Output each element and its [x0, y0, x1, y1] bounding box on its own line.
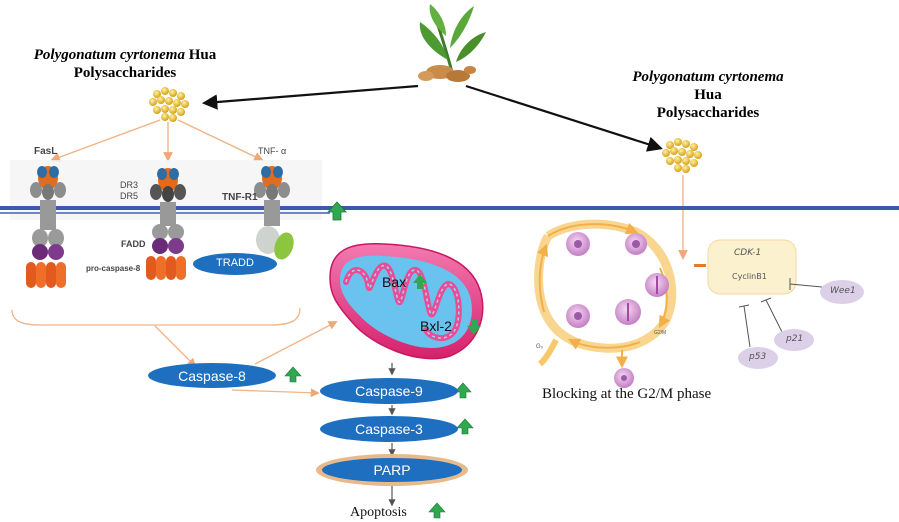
fas-receptor — [26, 166, 66, 288]
tradd-label: TRADD — [216, 257, 254, 269]
wee1-node — [820, 280, 864, 304]
bax-up-arrow — [413, 274, 427, 289]
cdk1-label: CDK-1 — [734, 248, 762, 258]
tnfr1-label: TNF-R1 — [222, 192, 258, 203]
dr3-label: DR3 — [120, 180, 139, 190]
parp-pill: PARP — [322, 458, 462, 482]
casp9-up-arrow — [454, 382, 472, 399]
left-title: Polygonatum cyrtonema Hua Polysaccharide… — [33, 47, 217, 81]
tradd-pill — [193, 253, 277, 275]
polysaccharide-beads-left — [149, 87, 189, 122]
right-title: Polygonatum cyrtonema Hua Polysaccharide… — [632, 69, 784, 121]
g0-tick-label: G₀ — [536, 344, 544, 350]
wee1-label: Wee1 — [830, 286, 856, 296]
bax-label: Bax — [382, 274, 407, 290]
dr5-label: DR5 — [120, 191, 139, 201]
mitochondrion — [329, 242, 484, 360]
cdk1-cyclinb1-box — [707, 239, 797, 295]
arrow-to-right-pcp — [465, 84, 663, 152]
g2m-caption: Blocking at the G2/M phase — [542, 386, 712, 402]
p21-node — [774, 329, 814, 351]
p21-label: p21 — [786, 334, 804, 344]
tnf-alpha-label: TNF- α — [258, 146, 287, 156]
plant-illustration — [418, 4, 486, 82]
casp3-up-arrow — [456, 418, 474, 435]
g2m-tick-label: G2/M — [654, 330, 667, 336]
apoptosis-up-arrow — [428, 502, 446, 519]
apoptosis-label: Apoptosis — [350, 505, 407, 520]
fasl-label: FasL — [34, 146, 58, 157]
polysaccharide-beads-right — [662, 138, 702, 173]
cell-membrane — [0, 206, 899, 210]
cyclinb1-label: CyclinB1 — [732, 272, 767, 281]
caspase-3-pill: Caspase-3 — [320, 416, 458, 442]
pro-caspase-8-label: pro-caspase-8 — [86, 264, 141, 273]
casp8-up-arrow — [284, 366, 302, 383]
fadd-label: FADD — [121, 239, 146, 249]
bcl2-label: Bxl-2 — [420, 318, 452, 334]
cell-cycle — [534, 219, 677, 388]
tnf-receptor — [254, 166, 294, 260]
caspase-8-pill: Caspase-8 — [148, 363, 276, 388]
p53-node — [738, 347, 778, 369]
bcl2-down-arrow — [467, 320, 481, 335]
caspase-9-pill: Caspase-9 — [320, 378, 458, 404]
arrow-to-left-pcp — [201, 84, 419, 110]
p53-label: p53 — [749, 352, 767, 362]
tnfr1-up-arrow — [327, 201, 347, 221]
death-receptor-dr3-dr5 — [146, 168, 186, 280]
